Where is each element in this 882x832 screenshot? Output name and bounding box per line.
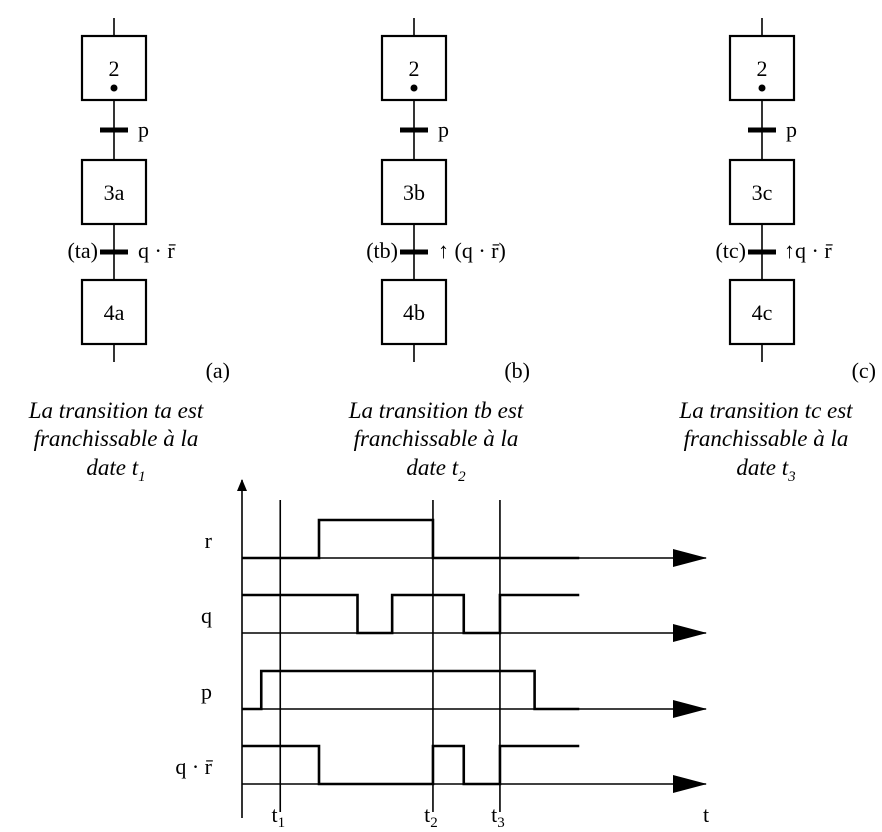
transition-name: (ta) — [67, 238, 98, 263]
caption-line-3: date t1 — [86, 455, 145, 485]
grafcet-b: 2 p 3b (tb) ↑ (q · r̄) 4b (b) — [366, 18, 530, 383]
step-bot-label: 4c — [752, 300, 773, 325]
signal-waveform — [242, 669, 580, 711]
step-bot-box — [80, 278, 148, 346]
time-marker-label: t3 — [491, 802, 505, 831]
step-mid-label: 3a — [104, 180, 125, 205]
step-2-box — [80, 34, 148, 102]
step-top-label: 2 — [409, 56, 420, 81]
caption-line-2: franchissable à la — [34, 426, 199, 451]
time-marker-label: t2 — [424, 802, 438, 831]
cond-top-label: p — [138, 117, 149, 142]
caption-line-1: La transition tc est — [678, 398, 853, 423]
cond-top-label: p — [786, 117, 797, 142]
signal-waveform — [242, 593, 580, 635]
cond-mid-label: ↑ (q · r̄) — [438, 238, 506, 263]
active-token — [410, 84, 418, 92]
step-bot-box — [380, 278, 448, 346]
signal-waveform — [242, 518, 580, 560]
caption-line-2: franchissable à la — [684, 426, 849, 451]
active-token — [110, 84, 118, 92]
caption-line-1: La transition ta est — [28, 398, 204, 423]
caption-line-3: date t3 — [736, 455, 795, 485]
time-marker-label: t1 — [271, 802, 285, 831]
active-token — [758, 84, 766, 92]
signal-label: r — [205, 528, 213, 553]
caption-line-2: franchissable à la — [354, 426, 519, 451]
caption-date: date t — [406, 455, 458, 480]
timing-diagram: t r q p q · r̄ t1 t2 t3 — [175, 479, 709, 831]
time-axis-label: t — [703, 802, 709, 827]
step-mid-box — [80, 158, 148, 226]
step-bot-box — [728, 278, 796, 346]
step-mid-box — [728, 158, 796, 226]
caption-a: La transition ta est franchissable à la … — [28, 398, 204, 485]
transition-name: (tb) — [366, 238, 398, 263]
panel-label: (b) — [504, 358, 530, 383]
grafcet-a: 2 p 3a (ta) q · r̄ 4a (a) — [67, 18, 230, 383]
signal-label: q · r̄ — [175, 754, 213, 779]
grafcet-c: 2 p 3c (tc) ↑q · r̄ 4c (c) — [715, 18, 876, 383]
caption-sub: 2 — [458, 469, 466, 485]
caption-sub: 1 — [138, 469, 146, 485]
caption-line-1: La transition tb est — [348, 398, 524, 423]
step-bot-label: 4b — [403, 300, 425, 325]
cond-top-label: p — [438, 117, 449, 142]
step-top-label: 2 — [757, 56, 768, 81]
panel-label: (a) — [206, 358, 230, 383]
caption-sub: 3 — [787, 469, 796, 485]
signal-waveform — [242, 744, 580, 786]
signal-label: q — [201, 603, 212, 628]
caption-line-3: date t2 — [406, 455, 466, 485]
caption-b: La transition tb est franchissable à la … — [348, 398, 524, 485]
step-mid-label: 3b — [403, 180, 425, 205]
signal-label: p — [201, 679, 212, 704]
transition-name: (tc) — [715, 238, 746, 263]
caption-date: date t — [86, 455, 138, 480]
cond-mid-label: ↑q · r̄ — [784, 238, 833, 263]
panel-label: (c) — [852, 358, 876, 383]
step-bot-label: 4a — [104, 300, 125, 325]
caption-date: date t — [736, 455, 788, 480]
step-mid-label: 3c — [752, 180, 773, 205]
cond-mid-label: q · r̄ — [138, 238, 176, 263]
caption-c: La transition tc est franchissable à la … — [678, 398, 853, 485]
step-mid-box — [380, 158, 448, 226]
step-top-label: 2 — [109, 56, 120, 81]
